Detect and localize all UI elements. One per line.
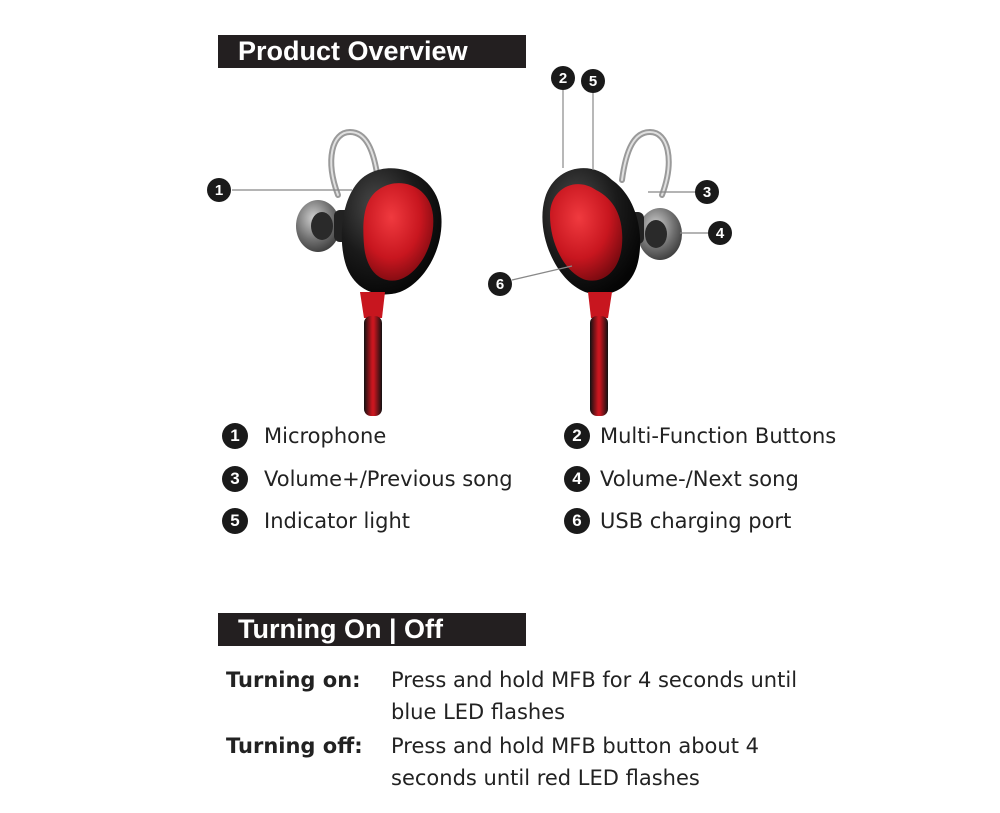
- svg-text:2: 2: [559, 70, 567, 87]
- power-instructions: Turning on: Press and hold MFB for 4 sec…: [226, 664, 926, 796]
- legend-number: 5: [222, 508, 248, 534]
- legend-number: 6: [564, 508, 590, 534]
- legend-number: 2: [564, 423, 590, 449]
- callout-1: 1: [207, 178, 231, 202]
- earbud-left-illustration: [296, 128, 442, 416]
- legend-label: Multi-Function Buttons: [600, 424, 837, 448]
- instruction-label: Turning off:: [226, 734, 363, 758]
- legend-item-volume-up: 3 Volume+/Previous song: [222, 458, 564, 500]
- svg-text:1: 1: [215, 182, 223, 199]
- legend-item-microphone: 1 Microphone: [222, 414, 564, 458]
- legend-label: Volume-/Next song: [600, 467, 799, 491]
- callout-5: 5: [581, 69, 605, 93]
- legend-label: USB charging port: [600, 509, 792, 533]
- legend-item-volume-down: 4 Volume-/Next song: [564, 458, 902, 500]
- legend-number: 1: [222, 423, 248, 449]
- section-title-turning-on-off: Turning On | Off: [218, 613, 526, 646]
- legend-item-usb-charging-port: 6 USB charging port: [564, 500, 902, 542]
- earbud-right-illustration: [542, 128, 682, 416]
- callout-3: 3: [695, 180, 719, 204]
- legend-label: Indicator light: [264, 509, 411, 533]
- earbuds-illustration: 1 2 5 3 4 6: [207, 66, 732, 416]
- legend-item-multi-function-buttons: 2 Multi-Function Buttons: [564, 414, 902, 458]
- instruction-turning-on: Turning on: Press and hold MFB for 4 sec…: [226, 664, 926, 728]
- legend-item-indicator-light: 5 Indicator light: [222, 500, 564, 542]
- svg-text:5: 5: [589, 73, 597, 90]
- instruction-turning-off: Turning off: Press and hold MFB button a…: [226, 730, 926, 794]
- svg-text:6: 6: [496, 276, 504, 293]
- legend-label: Volume+/Previous song: [264, 467, 513, 491]
- feature-legend: 1 Microphone 2 Multi-Function Buttons 3 …: [222, 414, 902, 542]
- section-title-product-overview: Product Overview: [218, 35, 526, 68]
- instruction-label: Turning on:: [226, 668, 361, 692]
- legend-number: 4: [564, 466, 590, 492]
- legend-label: Microphone: [264, 424, 387, 448]
- instruction-text: Press and hold MFB button about 4 second…: [391, 734, 759, 790]
- svg-text:4: 4: [716, 225, 725, 242]
- callout-4: 4: [708, 221, 732, 245]
- instruction-text: Press and hold MFB for 4 seconds until b…: [391, 668, 798, 724]
- svg-text:3: 3: [703, 184, 711, 201]
- callout-6: 6: [488, 272, 512, 296]
- callout-lines: [232, 90, 708, 281]
- callout-2: 2: [551, 66, 575, 90]
- legend-number: 3: [222, 466, 248, 492]
